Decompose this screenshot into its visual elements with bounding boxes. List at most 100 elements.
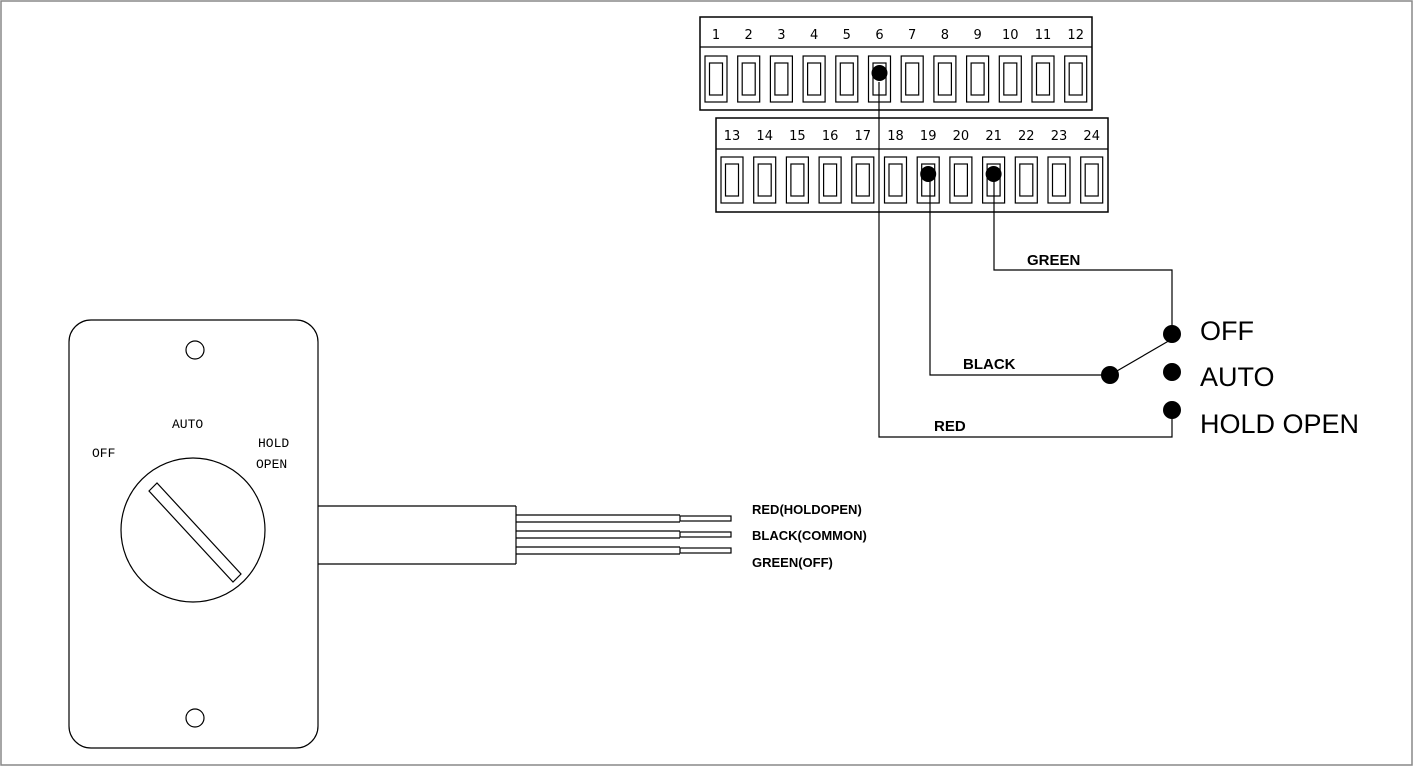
terminal-screw [953,163,969,197]
terminal-screw [921,163,936,197]
terminal-screw [790,163,805,197]
terminal-slot [900,55,924,103]
terminal-number: 10 [1002,28,1019,43]
terminal-connection-dot [920,166,937,182]
terminal-screw [1019,163,1034,197]
switch-schematic: OFF AUTO HOLD OPEN [1101,316,1359,439]
green-lead-label: GREEN(OFF) [752,555,833,570]
terminal-screw [970,62,985,96]
key-slot [148,482,242,583]
terminal-screw [741,62,756,96]
terminal-bottom-group: 13 14 15 16 17 18 19 20 21 22 23 24 [720,129,1104,204]
terminal-number: 4 [810,28,818,43]
terminal-slot [753,156,777,204]
switch-plate: OFF AUTO HOLD OPEN [68,319,319,749]
terminal-number: 6 [875,28,883,43]
terminal-slot [916,156,940,204]
terminal-screw [1051,163,1067,197]
terminal-number: 9 [973,28,981,43]
plate-auto-label: AUTO [172,417,203,432]
terminal-number: 15 [789,129,806,144]
top-screw-hole [185,340,205,360]
auto-contact [1163,363,1181,381]
terminal-connection-dot [871,65,888,81]
terminal-number: 8 [941,28,949,43]
red-lead-tip [679,515,732,522]
terminal-slot [1080,156,1104,204]
terminal-screw [724,163,740,197]
terminal-screw [708,62,724,96]
wire-red-label: RED [934,418,966,435]
terminal-screw [937,62,953,96]
terminal-screw [1035,62,1051,96]
terminal-screw [774,62,789,96]
wire-black-label: BLACK [963,356,1016,373]
terminal-slot [851,156,875,204]
terminal-number: 22 [1018,129,1035,144]
switch-auto-label: AUTO [1200,362,1275,392]
terminal-slot [933,55,957,103]
terminal-slot [998,55,1022,103]
terminal-block-top-housing [699,16,1093,111]
terminal-number: 11 [1035,28,1052,43]
terminal-screw [822,163,838,197]
terminal-slot [737,55,761,103]
switch-arm [1109,338,1173,376]
wire-red [878,82,1173,438]
terminal-slot [720,156,744,204]
black-lead-tip [679,531,732,538]
terminal-number: 19 [920,129,937,144]
terminal-slot [883,156,908,204]
terminal-number: 14 [756,129,773,144]
terminal-slot [835,55,859,103]
terminal-number: 3 [777,28,785,43]
terminal-slot [785,156,810,204]
off-contact [1163,325,1181,343]
key-knob [120,457,266,603]
green-lead-tip [679,547,732,554]
switch-plate-body [68,319,319,749]
terminal-number: 21 [985,129,1002,144]
terminal-slot [1064,55,1088,103]
terminal-number: 2 [745,28,753,43]
black-lead-label: BLACK(COMMON) [752,528,867,543]
terminal-number: 23 [1051,129,1068,144]
terminal-number: 7 [908,28,916,43]
switch-off-label: OFF [1200,316,1254,346]
terminal-screw [1084,163,1099,197]
hold-open-contact [1163,401,1181,419]
terminal-slot [802,55,826,103]
terminal-slot [769,55,794,103]
wire-green [993,178,1173,332]
terminal-screw [905,62,920,96]
terminal-number: 20 [953,129,970,144]
terminal-block-bottom: 13 14 15 16 17 18 19 20 21 22 23 24 [715,117,1109,213]
terminal-screw [839,62,854,96]
terminal-screw [888,163,903,197]
terminal-slot [704,55,728,103]
terminal-number: 16 [822,129,839,144]
terminal-screw [806,62,822,96]
terminal-slot [1014,156,1038,204]
terminal-screw [1068,62,1083,96]
terminal-slot [1047,156,1071,204]
switch-hold-open-label: HOLD OPEN [1200,409,1359,439]
terminal-number: 13 [724,129,741,144]
plate-hold-label: HOLD [258,436,289,451]
terminal-slot [818,156,842,204]
terminal-number: 24 [1083,129,1100,144]
terminal-number: 12 [1067,28,1084,43]
wire-green-label: GREEN [1027,252,1080,269]
terminal-slot [1031,55,1055,103]
terminal-number: 1 [712,28,720,43]
terminal-number: 18 [887,129,904,144]
red-lead-label: RED(HOLDOPEN) [752,502,862,517]
terminal-slot [965,55,990,103]
terminal-number: 17 [855,129,872,144]
terminal-number: 5 [843,28,851,43]
terminal-screw [757,163,772,197]
